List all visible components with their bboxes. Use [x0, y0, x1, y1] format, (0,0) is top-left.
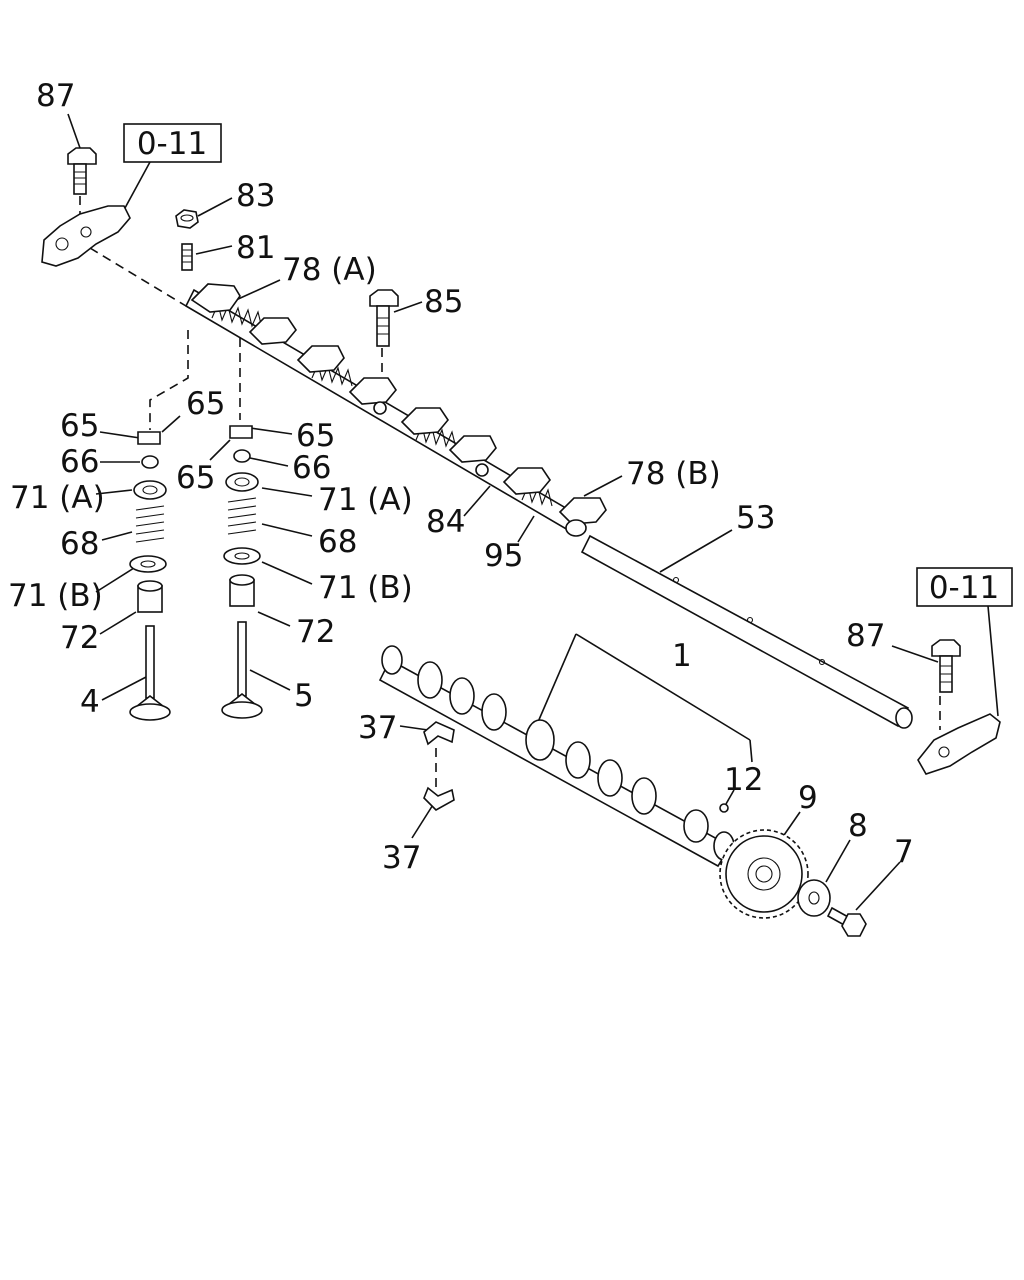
- callout-71b-right: 71 (B): [318, 570, 413, 606]
- valve-train-left: [129, 431, 171, 721]
- gear-9: [719, 829, 809, 919]
- callout-87-top-left: 87: [36, 78, 75, 114]
- bolt-85: [369, 289, 399, 347]
- camshaft-1: [378, 645, 735, 868]
- callout-68-right: 68: [318, 524, 357, 560]
- nut-83: [175, 209, 199, 229]
- callout-65-left-outer: 65: [60, 408, 99, 444]
- callout-37-upper: 37: [358, 710, 397, 746]
- callout-83: 83: [236, 178, 275, 214]
- callout-8: 8: [848, 808, 868, 844]
- callout-53: 53: [736, 500, 775, 536]
- callout-5: 5: [294, 678, 314, 714]
- callout-78a: 78 (A): [282, 252, 377, 288]
- callout-66-left: 66: [60, 444, 99, 480]
- callout-95: 95: [484, 538, 523, 574]
- callout-9: 9: [798, 780, 818, 816]
- rocker-shaft-assembly: [184, 283, 607, 537]
- bracket-top-left: [41, 205, 131, 267]
- bolt-7: [826, 906, 867, 937]
- bolt-87-right: [931, 639, 961, 693]
- callout-81: 81: [236, 230, 275, 266]
- callout-65-left-inner: 65: [186, 386, 225, 422]
- stud-81: [181, 243, 193, 271]
- leader-lines: [67, 113, 999, 911]
- callout-37-lower: 37: [382, 840, 421, 876]
- callout-72-left: 72: [60, 620, 99, 656]
- callout-1: 1: [672, 638, 692, 674]
- callout-65-right-outer: 65: [296, 418, 335, 454]
- ref-label-top-left: 0-11: [137, 126, 207, 162]
- callout-87-right: 87: [846, 618, 885, 654]
- bearing-37-upper: [423, 721, 455, 746]
- key-12: [719, 803, 729, 813]
- shaft-53: [580, 534, 913, 729]
- callout-4: 4: [80, 684, 100, 720]
- callout-78b: 78 (B): [626, 456, 721, 492]
- ref-box-top-left: 0-11: [123, 123, 222, 163]
- washer-8: [797, 879, 831, 917]
- callout-7: 7: [894, 834, 914, 870]
- callout-71b-left: 71 (B): [8, 578, 103, 614]
- callout-72-right: 72: [296, 614, 335, 650]
- callout-labels: 87 83 81 78 (A) 85 65 65 65 65 66 66 71 …: [8, 78, 914, 876]
- callout-84: 84: [426, 504, 465, 540]
- valve-train-right: [221, 425, 263, 719]
- callout-12: 12: [724, 762, 763, 798]
- callout-65-right-inner: 65: [176, 460, 215, 496]
- ref-box-right: 0-11: [916, 567, 1013, 607]
- bearing-37-lower: [423, 786, 455, 811]
- callout-68-left: 68: [60, 526, 99, 562]
- bracket-right: [917, 713, 1001, 775]
- callout-66-right: 66: [292, 450, 331, 486]
- bolt-87-top-left: [67, 147, 97, 195]
- callout-71a-right: 71 (A): [318, 482, 413, 518]
- callout-85: 85: [424, 284, 463, 320]
- ref-label-right: 0-11: [929, 570, 999, 606]
- callout-71a-left: 71 (A): [10, 480, 105, 516]
